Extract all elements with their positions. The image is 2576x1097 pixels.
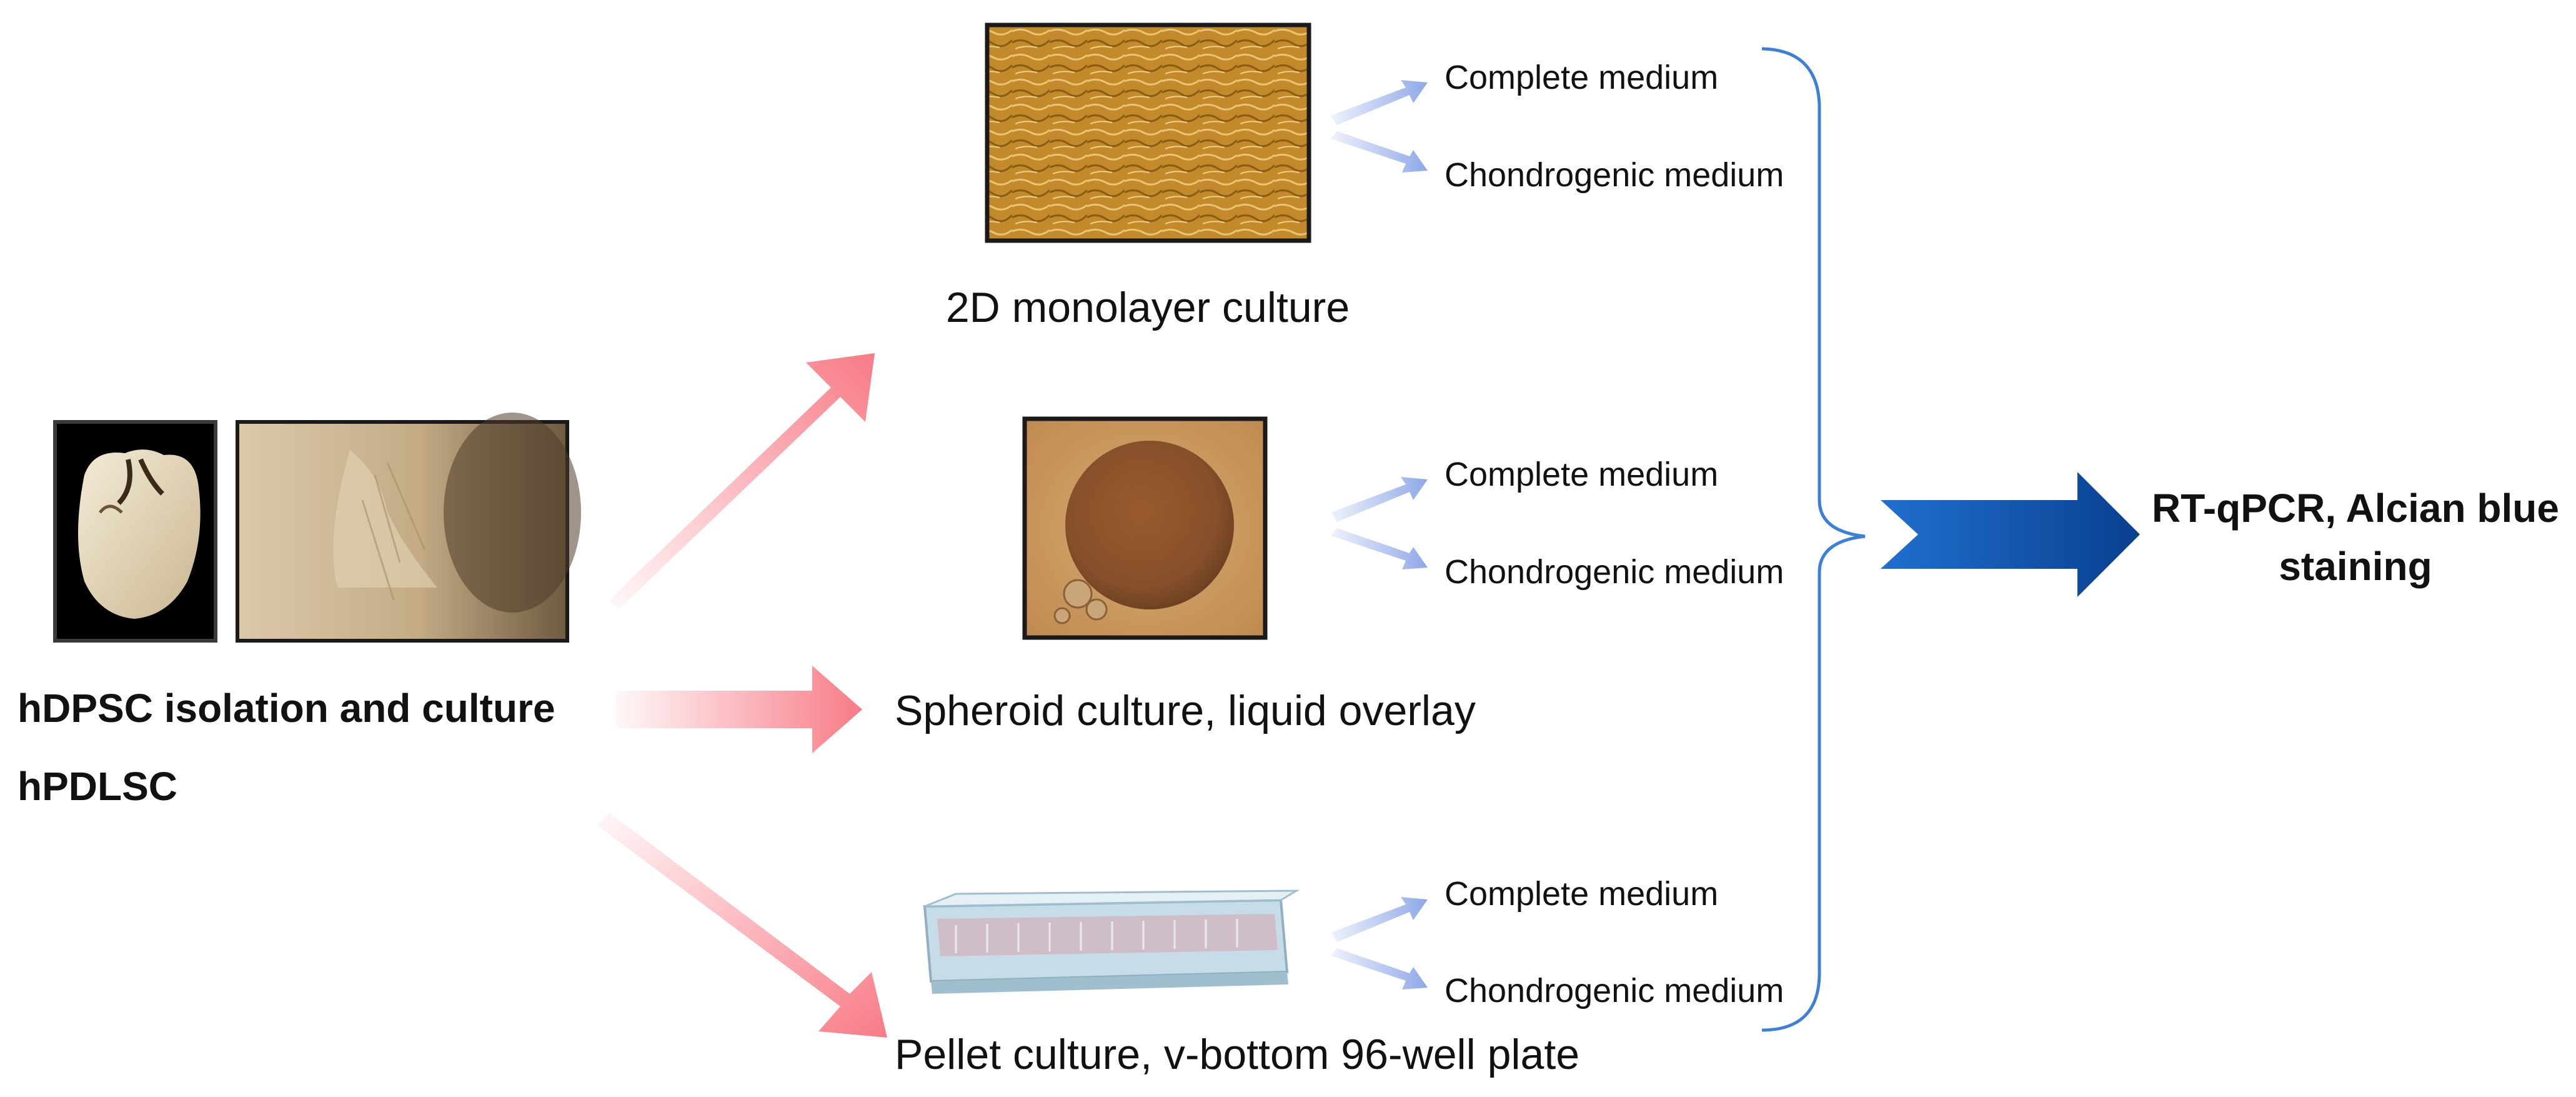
medium-complete-1: Complete medium (1445, 59, 1718, 96)
medium-chondrogenic-1: Chondrogenic medium (1445, 156, 1784, 194)
media-group-2: Complete medium Chondrogenic medium (1331, 456, 1784, 591)
output-line-1: RT-qPCR, Alcian blue (2152, 486, 2559, 531)
arrow-chondrogenic-3 (1331, 948, 1428, 989)
arrow-to-monolayer (609, 353, 875, 609)
monolayer-micrograph (985, 23, 1311, 243)
arrow-complete-3 (1331, 897, 1428, 942)
spheroid-label: Spheroid culture, liquid overlay (895, 687, 1476, 734)
tooth-photo (53, 420, 217, 643)
arrow-complete-1 (1331, 80, 1428, 125)
culture-spheroid: Spheroid culture, liquid overlay (895, 416, 1476, 734)
source-title: hDPSC isolation and culture (17, 686, 555, 731)
arrow-chondrogenic-1 (1331, 131, 1428, 173)
source-block: hDPSC isolation and culture hPDLSC (17, 413, 581, 809)
culture-pellet: Pellet culture, v-bottom 96-well plate (895, 889, 1579, 1078)
arrow-chondrogenic-2 (1331, 528, 1428, 569)
medium-complete-3: Complete medium (1445, 875, 1718, 913)
media-group-3: Complete medium Chondrogenic medium (1331, 875, 1784, 1009)
arrow-complete-2 (1331, 477, 1428, 522)
medium-complete-2: Complete medium (1445, 456, 1718, 493)
medium-chondrogenic-2: Chondrogenic medium (1445, 553, 1784, 591)
media-group-1: Complete medium Chondrogenic medium (1331, 59, 1784, 194)
spheroid-micrograph (1022, 416, 1268, 640)
96-well-plate-photo (923, 889, 1300, 994)
bracket (1761, 47, 1866, 1032)
medium-chondrogenic-3: Chondrogenic medium (1445, 972, 1784, 1009)
tissue-explant-micrograph (236, 413, 581, 643)
monolayer-label: 2D monolayer culture (946, 284, 1350, 331)
culture-monolayer: 2D monolayer culture (946, 23, 1350, 331)
arrow-to-spheroid (615, 666, 862, 753)
pellet-label: Pellet culture, v-bottom 96-well plate (895, 1031, 1579, 1078)
output-arrow (1881, 472, 2140, 597)
arrow-to-pellet (597, 813, 887, 1038)
source-subtitle: hPDLSC (17, 764, 177, 809)
output-line-2: staining (2279, 544, 2432, 589)
